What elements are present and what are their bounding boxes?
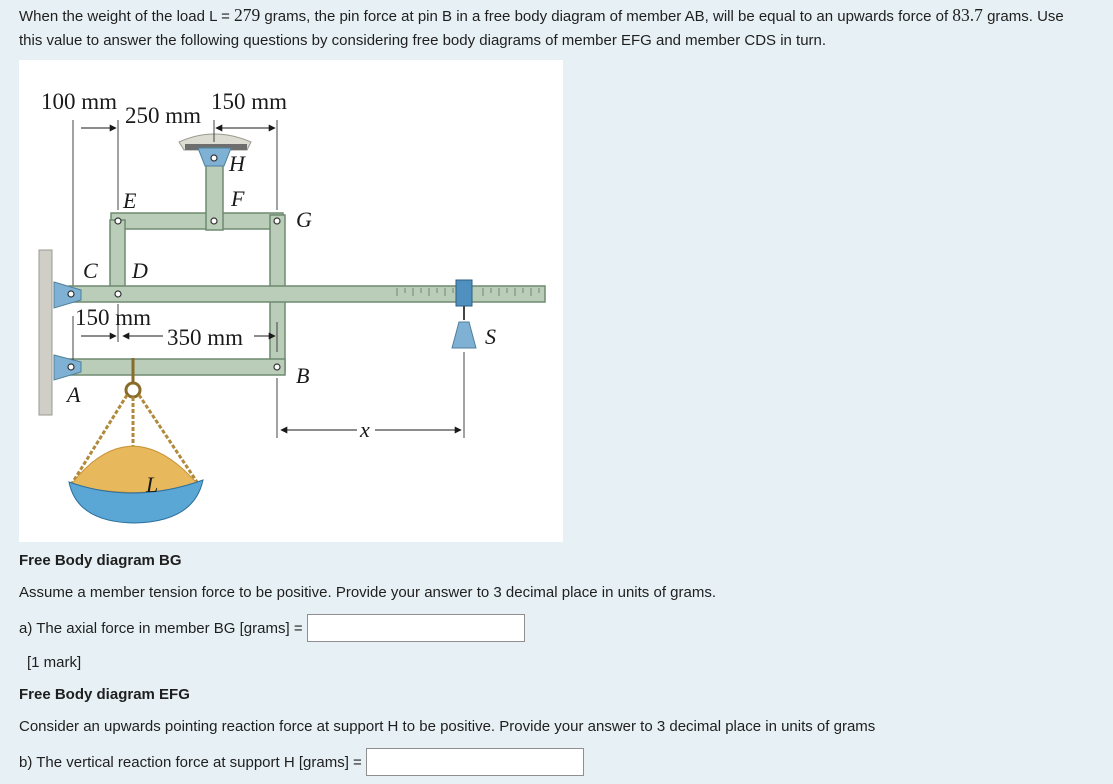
label-l: L (145, 472, 158, 497)
dim-250mm: 250 mm (125, 103, 201, 128)
heading-fbd-bg: Free Body diagram BG (19, 552, 182, 569)
label-s: S (485, 324, 496, 349)
member-ab (68, 358, 286, 376)
label-d: D (131, 258, 148, 283)
question-b-label: b) The vertical reaction force at suppor… (19, 753, 362, 771)
label-f: F (230, 186, 245, 211)
member-efg (110, 212, 284, 230)
question-a-row: a) The axial force in member BG [grams] … (19, 614, 525, 642)
mark-label: [1 mark] (27, 654, 82, 671)
mechanism-diagram: 100 mm 250 mm 150 mm (38, 89, 546, 524)
dim-350mm: 350 mm (167, 325, 243, 350)
label-c: C (83, 258, 98, 283)
dim-150mm-left: 150 mm (75, 305, 151, 330)
dim-150mm-top: 150 mm (211, 89, 287, 114)
force-value: 83.7 (952, 5, 983, 25)
intro-text-2: grams, the pin force at pin B in a free … (260, 8, 953, 25)
pins (67, 154, 281, 371)
question-b-row: b) The vertical reaction force at suppor… (19, 748, 584, 776)
wall-support (38, 249, 53, 416)
scale-ticks (396, 288, 540, 296)
slider-s (455, 279, 473, 307)
hook-ring (124, 381, 142, 399)
answer-a-input[interactable] (306, 614, 525, 642)
label-b: B (296, 363, 309, 388)
label-h: H (228, 151, 246, 176)
heading-fbd-efg: Free Body diagram EFG (19, 686, 190, 703)
question-a-label: a) The axial force in member BG [grams] … (19, 619, 303, 637)
slider-weight (451, 321, 477, 349)
pan (68, 479, 204, 524)
instruction-bg: Assume a member tension force to be posi… (19, 584, 716, 601)
load-value: 279 (234, 5, 261, 25)
bracket-c (53, 281, 82, 309)
ceiling-plate (185, 144, 247, 150)
label-e: E (122, 188, 137, 213)
mechanism-figure: 100 mm 250 mm 150 mm (19, 60, 563, 542)
member-cds (68, 285, 546, 303)
intro-text-3: grams. Use this value to answer the foll… (19, 8, 1064, 49)
dim-x: x (359, 417, 370, 442)
instruction-efg: Consider an upwards pointing reaction fo… (19, 718, 876, 735)
label-a: A (65, 382, 81, 407)
problem-intro: When the weight of the load L = 279 gram… (19, 3, 1089, 53)
answer-b-input[interactable] (365, 748, 584, 776)
dim-100mm: 100 mm (41, 89, 117, 114)
label-g: G (296, 207, 312, 232)
intro-text-1: When the weight of the load L = (19, 8, 235, 25)
